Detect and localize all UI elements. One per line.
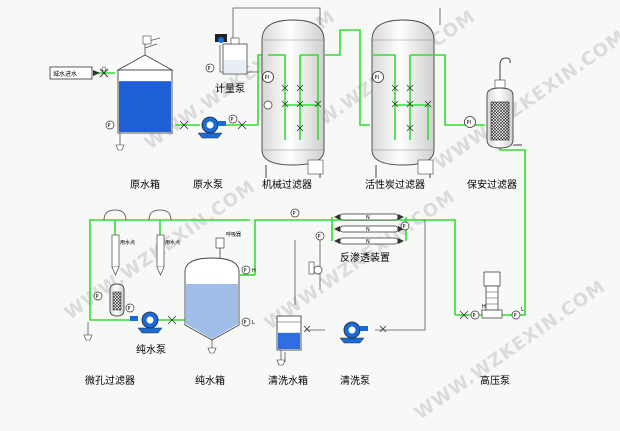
use-point-label: 用水点 xyxy=(120,239,135,246)
svg-text:P: P xyxy=(318,234,321,240)
pure-tank-label: 纯水箱 xyxy=(195,374,225,387)
svg-text:P: P xyxy=(208,66,211,72)
pure-tank-level-switches: P H P L xyxy=(241,265,256,327)
use-point-1: 用水点 xyxy=(103,209,135,276)
raw-water-tank xyxy=(116,35,174,134)
svg-text:H: H xyxy=(252,268,256,274)
svg-text:P: P xyxy=(403,224,406,230)
svg-text:P: P xyxy=(231,117,234,123)
dosing-pump[interactable] xyxy=(215,34,248,75)
raw-water-level xyxy=(119,81,171,132)
raw-pump-check-valve[interactable] xyxy=(237,120,247,130)
clean-tank-valve[interactable] xyxy=(303,325,311,333)
pure-pump-label: 纯水泵 xyxy=(136,343,166,356)
pure-water-pump[interactable] xyxy=(130,311,163,334)
cleaning-tank xyxy=(276,315,302,351)
raw-water-pump[interactable] xyxy=(197,116,226,139)
clean-tank-label: 清洗水箱 xyxy=(268,374,308,387)
svg-text:PI: PI xyxy=(375,75,380,81)
mech-filter-gauge-bottom xyxy=(263,100,273,110)
ro-flowmeter xyxy=(308,261,315,275)
svg-text:PI: PI xyxy=(467,120,472,126)
raw-pump-gauge: P xyxy=(228,114,238,124)
inlet-valve[interactable] xyxy=(99,66,109,78)
ro-gauges: P P P xyxy=(290,208,410,275)
svg-text:P: P xyxy=(244,268,247,274)
svg-text:P: P xyxy=(244,320,247,326)
cleaning-water-level xyxy=(278,332,300,349)
svg-text:P: P xyxy=(293,211,296,217)
svg-text:N: N xyxy=(366,215,370,221)
svg-text:P: P xyxy=(473,313,476,319)
mech-filter-valves[interactable] xyxy=(268,54,322,140)
svg-text:N: N xyxy=(366,239,370,245)
svg-text:H: H xyxy=(482,304,486,310)
svg-text:L: L xyxy=(521,307,524,313)
svg-text:L: L xyxy=(252,320,255,326)
svg-text:P: P xyxy=(128,306,131,312)
pure-water-tank xyxy=(184,257,240,348)
breather-label: 呼吸器 xyxy=(226,231,241,238)
inlet-label: 城水进水 xyxy=(53,70,77,78)
raw-tank-label: 原水箱 xyxy=(130,178,160,191)
high-pressure-pump[interactable] xyxy=(481,271,503,319)
cleaning-pump[interactable] xyxy=(339,321,368,344)
use-point-label: 用水点 xyxy=(165,239,180,246)
inlet-box: 城水进水 xyxy=(49,66,100,80)
hp-pump-label: 高压泵 xyxy=(480,374,510,387)
mechanical-filter xyxy=(261,19,325,178)
pure-water-level xyxy=(186,284,238,339)
security-filter xyxy=(486,57,522,149)
pure-tank-valve[interactable] xyxy=(167,315,177,325)
use-point-2: 用水点 xyxy=(148,209,180,276)
svg-text:PI: PI xyxy=(265,75,270,81)
ro-membrane: N xyxy=(334,237,404,245)
raw-tank-gauge: P xyxy=(105,120,115,130)
svg-text:N: N xyxy=(366,227,370,233)
security-filter-label: 保安过滤器 xyxy=(467,178,517,191)
hp-pump-gauges: P P H L xyxy=(470,304,524,320)
ro-unit[interactable]: N N N xyxy=(331,213,407,245)
hp-pump-valve[interactable] xyxy=(459,310,469,320)
svg-text:P: P xyxy=(96,294,99,300)
ro-membrane: N xyxy=(334,225,404,233)
dosing-pump-gauge: P xyxy=(205,63,215,73)
clean-pump-label: 清洗泵 xyxy=(340,374,370,387)
raw-pump-label: 原水泵 xyxy=(193,179,223,191)
carbon-filter-label: 活性炭过滤器 xyxy=(365,178,425,191)
watermark: WWW.WZKEXIN.COM xyxy=(411,276,610,424)
dosing-pump-label: 计量泵 xyxy=(215,82,245,95)
ro-membrane: N xyxy=(334,213,404,221)
carbon-filter-pi-gauge: PI xyxy=(372,71,384,83)
breather: 呼吸器 xyxy=(215,231,241,258)
security-filter-pi-gauge: PI xyxy=(464,116,476,128)
micropore-filter xyxy=(109,283,125,317)
carbon-filter xyxy=(371,19,435,178)
raw-tank-valve[interactable] xyxy=(179,120,189,130)
ro-unit-label: 反渗透装置 xyxy=(340,251,390,264)
mech-filter-label: 机械过滤器 xyxy=(262,178,312,191)
gauge-label: P xyxy=(108,123,111,129)
mech-filter-pi-gauge: PI xyxy=(262,71,274,83)
micro-filter-label: 微孔过滤器 xyxy=(85,374,135,387)
equipment-labels: 原水箱 原水泵 计量泵 机械过滤器 活性炭过滤器 保安过滤器 反渗透装置 高压泵… xyxy=(85,82,517,387)
svg-text:P: P xyxy=(514,313,517,319)
micro-filter-gauges: P P xyxy=(93,291,135,313)
clean-pump-valve[interactable] xyxy=(379,325,387,333)
carbon-filter-valves[interactable] xyxy=(372,54,437,140)
